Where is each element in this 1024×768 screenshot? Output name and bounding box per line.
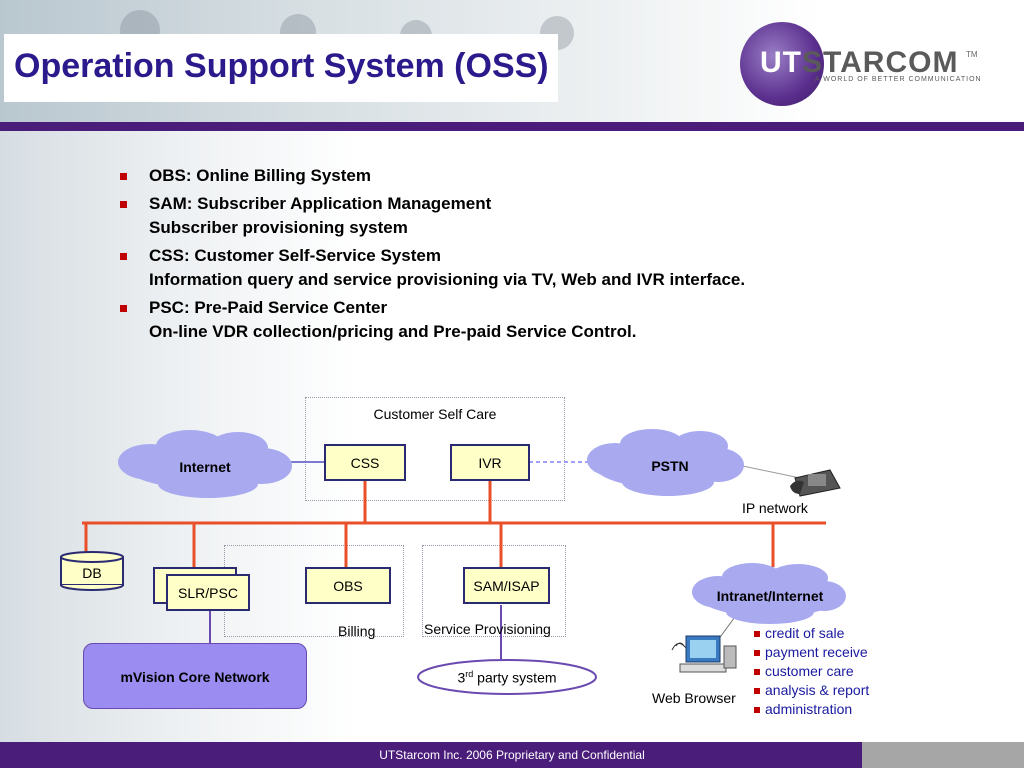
- cloud-internet-label: Internet: [179, 459, 231, 475]
- bullet-square-icon: [120, 253, 127, 260]
- slr-psc-box-label: SLR/PSC: [178, 585, 238, 601]
- service-item-label: credit of sale: [765, 625, 845, 641]
- bullet-square-icon: [754, 650, 760, 657]
- bullet-line: Information query and service provisioni…: [149, 270, 746, 289]
- cloud-intranet: [692, 563, 846, 624]
- group-customer-self-care: [305, 397, 565, 501]
- list-item: analysis & report: [754, 681, 869, 700]
- third-party-label: 3rd party system: [418, 669, 596, 686]
- bullet-square-icon: [120, 173, 127, 180]
- db-label: DB: [82, 565, 102, 581]
- bullet-square-icon: [754, 631, 760, 638]
- cloud-intranet-label: Intranet/Internet: [716, 588, 824, 604]
- third-party-rest: party system: [473, 669, 557, 686]
- cloud-pstn-label: PSTN: [651, 458, 689, 474]
- list-item: credit of sale: [754, 624, 869, 643]
- billing-label: Billing: [338, 623, 376, 639]
- bullet-psc: PSC: Pre-Paid Service Center On-line VDR…: [120, 296, 745, 344]
- service-item-label: customer care: [765, 663, 854, 679]
- ip-network-label: IP network: [742, 500, 808, 516]
- web-browser-label: Web Browser: [652, 690, 736, 706]
- sam-isap-box: SAM/ISAP: [463, 567, 550, 604]
- third-party-ellipse: [417, 659, 597, 695]
- group-customer-self-care-label: Customer Self Care: [373, 406, 497, 422]
- bullet-square-icon: [120, 201, 127, 208]
- mvision-core-network-box: mVision Core Network: [83, 643, 307, 709]
- bullet-square-icon: [754, 688, 760, 695]
- header-divider: [0, 122, 1024, 131]
- mvision-core-network-label: mVision Core Network: [120, 669, 270, 685]
- computer-icon: [671, 635, 737, 673]
- css-box-label: CSS: [350, 455, 380, 471]
- logo-tagline: A WORLD OF BETTER COMMUNICATION: [815, 76, 982, 83]
- third-party-num: 3: [457, 669, 466, 686]
- footer-text: UTStarcom Inc. 2006 Proprietary and Conf…: [379, 748, 645, 762]
- logo: UTSTARCOM: [760, 46, 958, 80]
- bullet-list: OBS: Online Billing System SAM: Subscrib…: [120, 164, 745, 348]
- service-item-label: analysis & report: [765, 682, 870, 698]
- obs-box-label: OBS: [333, 578, 363, 594]
- footer-bar: [0, 742, 862, 768]
- third-party-sup: rd: [465, 669, 474, 679]
- ivr-box: IVR: [450, 444, 530, 481]
- bullet-line: SAM: Subscriber Application Management: [149, 194, 492, 213]
- bullet-sam: SAM: Subscriber Application Management S…: [120, 192, 745, 240]
- list-item: administration: [754, 700, 869, 719]
- cloud-pstn: [587, 429, 744, 496]
- bullet-line: Subscriber provisioning system: [149, 218, 408, 237]
- title-box: [4, 34, 558, 102]
- bullet-css: CSS: Customer Self-Service System Inform…: [120, 244, 745, 292]
- link-pstn-phone: [737, 464, 801, 479]
- bullet-square-icon: [754, 707, 760, 714]
- footer-gray-block: [862, 742, 1024, 768]
- sam-isap-box-label: SAM/ISAP: [473, 578, 540, 594]
- bullet-line: On-line VDR collection/pricing and Pre-p…: [149, 322, 637, 341]
- service-provisioning-label: Service Provisioning: [424, 621, 551, 637]
- ivr-box-label: IVR: [478, 455, 502, 471]
- group-service-provisioning: [422, 545, 566, 637]
- service-list: credit of sale payment receive customer …: [754, 624, 869, 719]
- bullet-line: OBS: Online Billing System: [149, 166, 371, 185]
- cloud-internet: [118, 430, 292, 498]
- logo-ut: UT: [760, 46, 802, 79]
- bullet-square-icon: [120, 305, 127, 312]
- bullet-line: CSS: Customer Self-Service System: [149, 246, 441, 265]
- slr-psc-box: SLR/PSC: [166, 574, 250, 611]
- bullet-obs: OBS: Online Billing System: [120, 164, 745, 188]
- obs-box: OBS: [305, 567, 391, 604]
- bullet-square-icon: [754, 669, 760, 676]
- css-box: CSS: [324, 444, 406, 481]
- list-item: payment receive: [754, 643, 869, 662]
- list-item: customer care: [754, 662, 869, 681]
- bullet-line: PSC: Pre-Paid Service Center: [149, 298, 388, 317]
- logo-globe-icon: [740, 22, 824, 106]
- service-item-label: administration: [765, 701, 853, 717]
- logo-tm: TM: [966, 50, 978, 59]
- service-item-label: payment receive: [765, 644, 868, 660]
- db-cylinder-icon: [60, 551, 124, 591]
- page-title: Operation Support System (OSS): [14, 47, 549, 85]
- telephone-icon: [790, 469, 841, 497]
- logo-starcom: STARCOM: [802, 46, 959, 79]
